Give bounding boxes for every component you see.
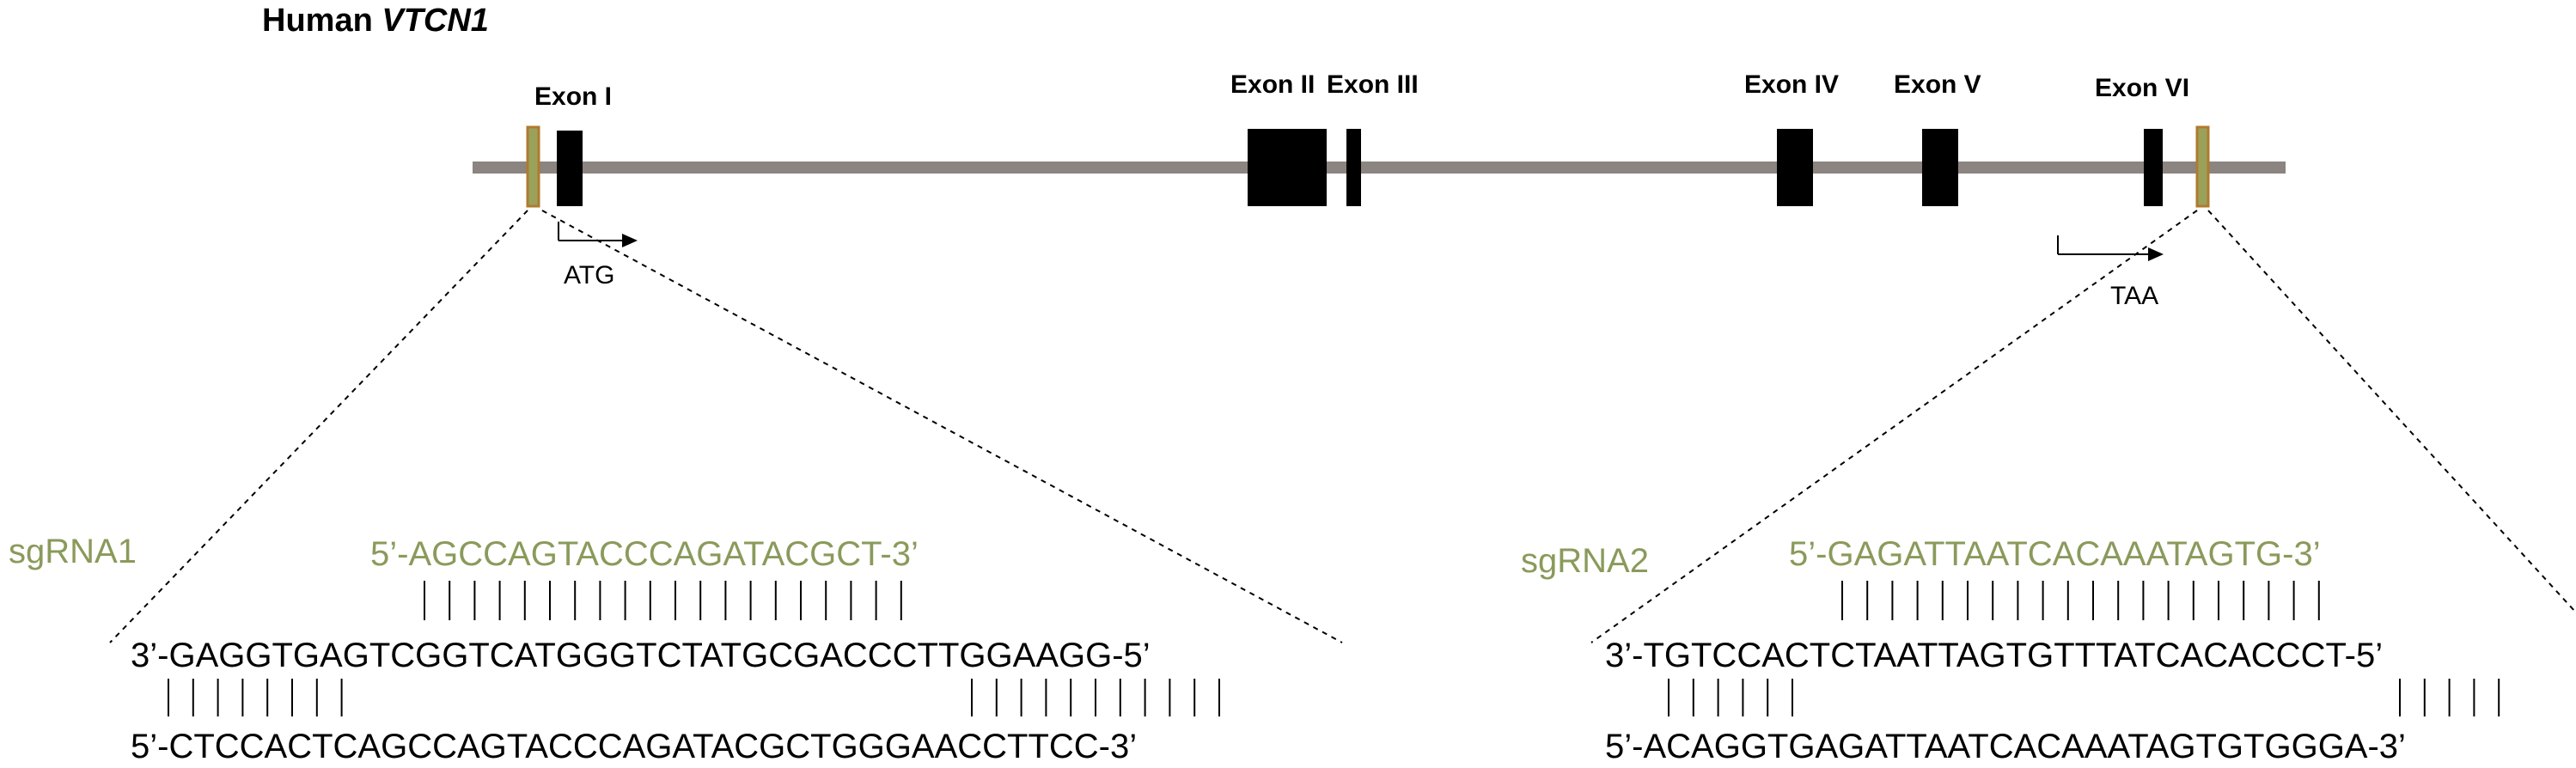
sgrna1-bottom-strand: 5’-CTCCACTCAGCCAGTACCCAGATACGCTGGGAACCTT…: [131, 728, 1137, 765]
sgrna1-strand-pairing-lines: [168, 679, 1220, 716]
exon-6-label: Exon VI: [2095, 74, 2189, 102]
intron-backbone: [473, 162, 2286, 174]
exon-4-label: Exon IV: [1744, 70, 1839, 99]
exon-3-label: Exon III: [1327, 70, 1419, 99]
sgrna2-label: sgRNA2: [1521, 542, 1649, 580]
start-codon-arrow-icon: [558, 222, 638, 247]
exon-1-box: [557, 131, 583, 206]
sgrna2-guide-pairing-lines: [1841, 581, 2320, 620]
sgrna2-guide-sequence: 5’-GAGATTAATCACAAATAGTG-3’: [1789, 535, 2321, 573]
zoom-guide-lines: [109, 210, 2576, 643]
exon-5-label: Exon V: [1894, 70, 1981, 99]
sgrna1-label: sgRNA1: [9, 533, 137, 570]
start-codon-label: ATG: [564, 261, 614, 290]
exon-3-box: [1346, 129, 1361, 206]
title-gene: VTCN1: [382, 3, 489, 39]
exon-5-box: [1922, 129, 1958, 206]
sgrna2-strand-pairing-lines: [1668, 679, 2500, 716]
sgrna2-target-site: [2195, 125, 2210, 208]
stop-codon-label: TAA: [2110, 282, 2158, 310]
sgrna1-guide-pairing-lines: [424, 581, 902, 620]
exon-4-box: [1777, 129, 1813, 206]
stop-codon-arrow-icon: [2057, 235, 2164, 261]
sgrna2-top-strand: 3’-TGTCCACTCTAATTAGTGTTTATCACACCCT-5’: [1605, 637, 2383, 674]
exon-2-label: Exon II: [1230, 70, 1315, 99]
figure-title: Human VTCN1: [262, 3, 489, 39]
exon-1-label: Exon I: [534, 82, 612, 111]
title-prefix: Human: [262, 3, 382, 39]
sgrna2-bottom-strand: 5’-ACAGGTGAGATTAATCACAAATAGTGTGGGA-3’: [1605, 728, 2406, 765]
exon-2-box: [1248, 129, 1327, 206]
sgrna1-target-site: [526, 125, 540, 208]
sgrna1-guide-sequence: 5’-AGCCAGTACCCAGATACGCT-3’: [370, 535, 919, 573]
exon-6-box: [2144, 129, 2163, 206]
sgrna1-top-strand: 3’-GAGGTGAGTCGGTCATGGGTCTATGCGACCCTTGGAA…: [131, 637, 1151, 674]
